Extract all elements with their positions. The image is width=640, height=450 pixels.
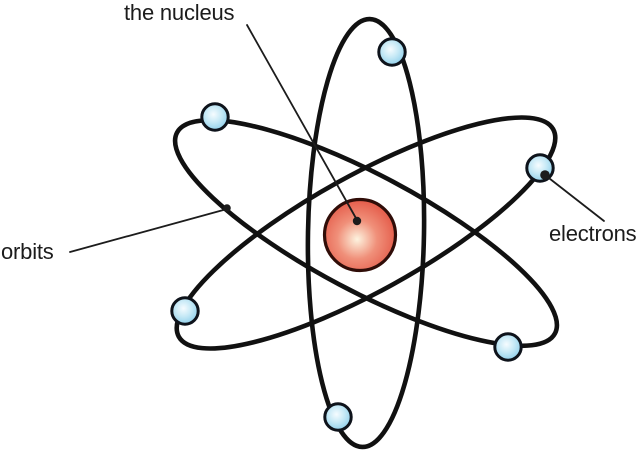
electrons-pointer-dot: [540, 170, 550, 180]
electron-6: [323, 402, 353, 432]
pointers-group: [69, 24, 605, 253]
orbit-ellipse-2: [172, 117, 560, 349]
electrons-group: [170, 37, 555, 432]
nucleus: [322, 197, 398, 273]
orbits-pointer-line: [69, 208, 228, 253]
orbits-label: orbits: [1, 239, 54, 264]
orbit-ellipse-3: [174, 115, 558, 351]
orbit-ellipse-1: [305, 16, 427, 450]
nucleus-group: [322, 197, 398, 273]
orbits-group: [172, 16, 560, 450]
electron-2: [200, 102, 230, 132]
electrons-pointer-line: [544, 174, 605, 222]
electron-1: [377, 37, 407, 67]
electron-5: [493, 332, 523, 362]
orbits-pointer-dot: [223, 204, 231, 212]
nucleus-label: the nucleus: [124, 0, 235, 25]
electron-4: [170, 296, 200, 326]
nucleus-pointer-line: [246, 24, 358, 221]
electrons-label: electrons: [549, 221, 637, 246]
nucleus-pointer-dot: [352, 216, 362, 226]
